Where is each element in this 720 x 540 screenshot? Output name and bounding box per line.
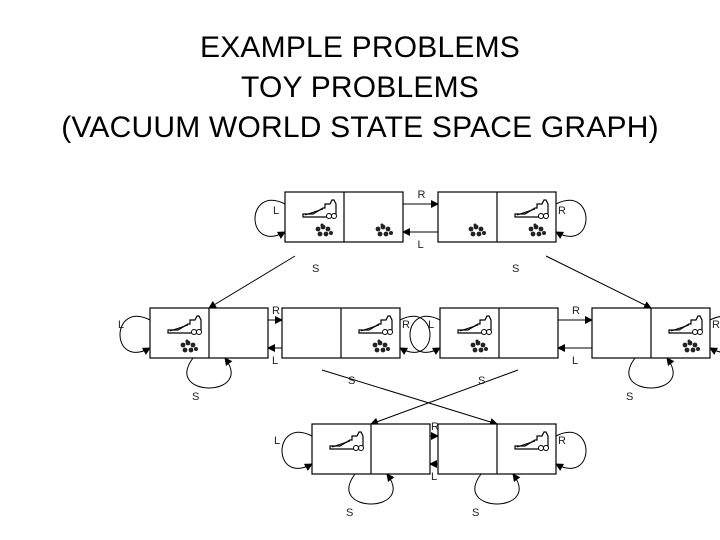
self-loop-suck	[628, 357, 675, 389]
graph-edges	[119, 199, 720, 505]
state-s6	[591, 307, 711, 359]
loop-label-left: L	[118, 319, 124, 331]
loop-label-left: L	[273, 205, 279, 217]
loop-label-right: R	[558, 435, 566, 447]
loop-label-suck: S	[346, 507, 353, 519]
loop-label-left: L	[274, 435, 280, 447]
title-line-2: TOY PROBLEMS	[240, 71, 480, 104]
edge-label-left: L	[431, 471, 437, 483]
state-s4	[281, 307, 401, 359]
title-line-1: EXAMPLE PROBLEMS	[200, 31, 520, 64]
loop-label-suck: S	[192, 391, 199, 403]
edge-suck	[321, 369, 498, 426]
edge-label-suck: S	[478, 375, 485, 387]
state-s3	[149, 307, 269, 359]
edge-label-right: R	[431, 421, 439, 433]
title-line-3: (VACUUM WORLD STATE SPACE GRAPH)	[61, 111, 659, 144]
edge-label-left: L	[272, 355, 278, 367]
slide-title: EXAMPLE PROBLEMS TOY PROBLEMS (VACUUM WO…	[0, 28, 720, 148]
graph-states	[149, 191, 711, 475]
edge-label-right: R	[572, 305, 580, 317]
edge-suck	[370, 369, 519, 426]
self-loop-right	[555, 199, 587, 239]
self-loop-left	[281, 431, 313, 471]
edge-label-suck: S	[512, 263, 519, 275]
self-loop-right	[399, 315, 431, 355]
loop-label-right: R	[558, 205, 566, 217]
loop-label-right: R	[402, 319, 410, 331]
edge-label-left: L	[418, 239, 424, 251]
state-s8	[437, 423, 557, 475]
edge-label-suck: S	[348, 375, 355, 387]
graph-edge-labels: R L L R R L L R S R L L R S R L L R S S S S S S	[118, 189, 720, 519]
edge-label-right: R	[418, 189, 426, 201]
self-loop-right	[555, 431, 587, 471]
self-loop-suck	[186, 357, 233, 389]
edge-label-left: L	[572, 355, 578, 367]
edge-label-suck: S	[312, 263, 319, 275]
loop-label-right: R	[712, 319, 720, 331]
state-s5	[439, 307, 559, 359]
loop-label-suck: S	[472, 507, 479, 519]
state-s2	[437, 191, 557, 243]
edge-suck	[208, 255, 296, 309]
state-s7	[311, 423, 431, 475]
self-loop-suck	[474, 473, 521, 505]
state-s1	[284, 191, 404, 243]
self-loop-left	[409, 315, 441, 355]
loop-label-left: L	[428, 319, 434, 331]
self-loop-suck	[348, 473, 395, 505]
self-loop-left	[119, 315, 151, 355]
self-loop-left	[254, 199, 286, 239]
loop-label-suck: S	[626, 391, 633, 403]
edge-suck	[545, 255, 652, 309]
edge-label-right: R	[272, 305, 280, 317]
